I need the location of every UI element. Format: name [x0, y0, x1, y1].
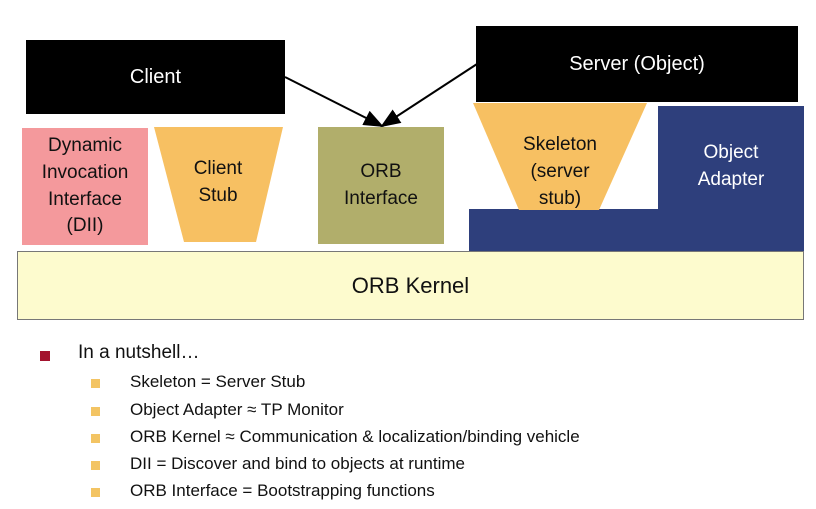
skeleton-label: Skeleton (server stub)	[500, 132, 620, 213]
client-stub-label: Client Stub	[168, 156, 268, 210]
skeleton-label-line: (server	[530, 160, 590, 182]
object-adapter-box: Object Adapter	[658, 106, 804, 210]
notes-heading: In a nutshell…	[78, 342, 200, 363]
dii-label-line: Invocation	[41, 161, 129, 183]
bullet-square-icon	[40, 351, 50, 361]
object-adapter-label-line: Object	[703, 142, 759, 163]
dii-label-line: Interface	[48, 188, 122, 210]
bullet-square-icon	[91, 461, 100, 470]
orb-interface-label-line: ORB	[360, 160, 402, 182]
note-item: Object Adapter ≈ TP Monitor	[130, 400, 344, 419]
note-item: ORB Interface = Bootstrapping functions	[130, 481, 435, 500]
bullet-square-icon	[91, 488, 100, 497]
bullet-square-icon	[91, 379, 100, 388]
orb-kernel-label: ORB Kernel	[351, 272, 470, 298]
dii-label-line: Dynamic	[48, 134, 122, 156]
skeleton-label-line: stub)	[538, 187, 582, 209]
orb-interface-box: ORB Interface	[318, 127, 444, 244]
client-box: Client	[26, 40, 285, 114]
server-label: Server (Object)	[569, 52, 705, 75]
orb-interface-label-line: Interface	[344, 187, 418, 209]
server-to-orb-arrow	[380, 63, 478, 128]
orb-kernel-box: ORB Kernel	[17, 251, 804, 320]
client-stub-shape	[154, 127, 283, 242]
client-stub-label-line: Stub	[198, 184, 238, 206]
bullet-square-icon	[91, 407, 100, 416]
skeleton-label-line: Skeleton	[523, 134, 597, 155]
note-item: ORB Kernel ≈ Communication & localizatio…	[130, 427, 580, 446]
bullet-square-icon	[91, 434, 100, 443]
client-to-orb-arrow	[284, 76, 384, 127]
client-stub-label-line: Client	[193, 158, 243, 179]
server-box: Server (Object)	[476, 26, 798, 102]
object-adapter-label-line: Adapter	[697, 168, 765, 190]
note-item: Skeleton = Server Stub	[130, 372, 306, 391]
skeleton-shape	[473, 103, 647, 210]
dii-label-line: (DII)	[66, 215, 104, 237]
object-adapter-base	[469, 209, 804, 251]
client-label: Client	[129, 65, 182, 88]
dii-box: Dynamic Invocation Interface (DII)	[22, 128, 148, 245]
note-item: DII = Discover and bind to objects at ru…	[130, 454, 465, 473]
